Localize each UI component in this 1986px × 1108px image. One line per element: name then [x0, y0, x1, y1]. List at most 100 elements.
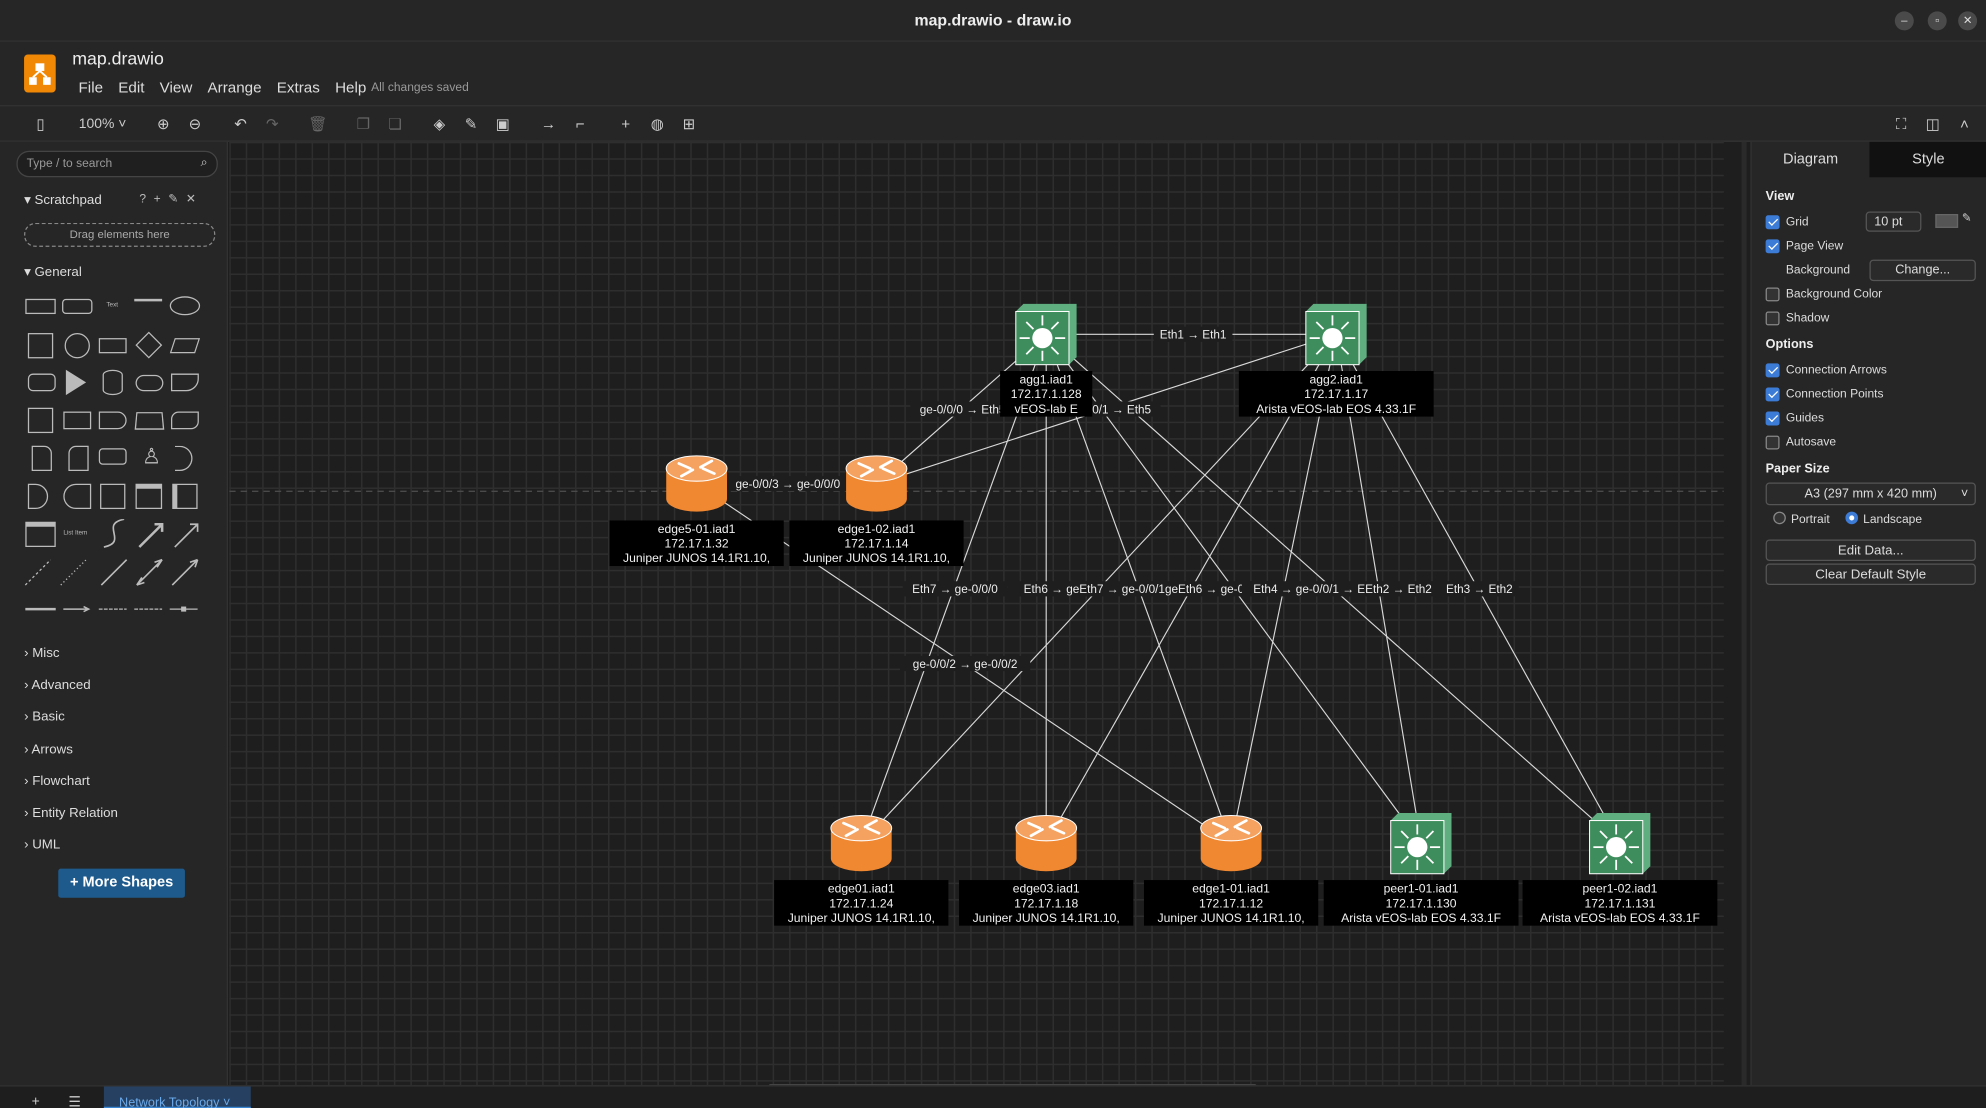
parallelogram-shape[interactable] [169, 338, 201, 354]
format-panel-toggle-icon[interactable]: ▯ [36, 115, 45, 133]
connection-points-checkbox[interactable] [1765, 387, 1780, 402]
actor-shape[interactable]: ♙ [141, 444, 162, 469]
zoom-in-icon[interactable]: ⊕ [157, 115, 170, 133]
hexagon-shape[interactable] [27, 373, 56, 392]
connection-arrows-checkbox[interactable] [1765, 363, 1780, 378]
step-shape[interactable] [98, 411, 127, 430]
clear-default-style-button[interactable]: Clear Default Style [1765, 563, 1976, 586]
display-shape[interactable] [63, 483, 92, 510]
rectangle-shape[interactable] [25, 298, 56, 315]
library-flowchart[interactable]: › Flowchart [24, 773, 90, 789]
add-page-icon[interactable]: + [31, 1094, 40, 1108]
cloud-shape[interactable] [135, 374, 164, 392]
library-entity-relation[interactable]: › Entity Relation [24, 805, 118, 821]
table-icon[interactable]: ⊞ [682, 115, 696, 133]
menu-file[interactable]: File [78, 78, 104, 97]
scratchpad-tools[interactable]: ?+✎✕ [139, 192, 204, 207]
guides-checkbox[interactable] [1765, 411, 1780, 426]
process-shape[interactable] [98, 338, 127, 354]
circle-shape[interactable] [64, 333, 90, 359]
document-shape[interactable] [170, 373, 199, 392]
maximize-icon[interactable]: ▫ [1927, 11, 1947, 31]
rounded-rectangle-shape[interactable] [62, 298, 93, 315]
edge-label[interactable]: Eth1 → Eth1 [1160, 329, 1227, 342]
edge-label[interactable]: Eth4 → ge-0/0/1 → EEth2 → Eth2 [1253, 583, 1432, 596]
square-shape[interactable] [27, 333, 54, 359]
search-icon[interactable]: ⌕ [200, 155, 208, 170]
line-shapes[interactable] [99, 519, 205, 610]
fill-color-icon[interactable]: ◈ [433, 115, 446, 133]
library-basic[interactable]: › Basic [24, 709, 65, 725]
shadow-checkbox[interactable] [1765, 311, 1780, 326]
page-view-checkbox[interactable] [1765, 239, 1780, 254]
or-shape[interactable] [174, 445, 193, 472]
internal-storage-shape[interactable] [27, 407, 54, 434]
background-color-checkbox[interactable] [1765, 287, 1780, 302]
delay-shape[interactable] [27, 483, 49, 510]
line-color-icon[interactable]: ✎ [464, 115, 478, 133]
cube-shape[interactable] [63, 411, 92, 430]
to-front-icon[interactable]: ❐ [356, 115, 371, 133]
fullscreen-icon[interactable]: ⛶ [1895, 115, 1907, 133]
menu-help[interactable]: Help [335, 78, 367, 97]
shape-search-input[interactable]: Type / to search ⌕ [16, 150, 218, 178]
grid-color-swatch[interactable] [1935, 214, 1959, 228]
connection-icon[interactable]: → [540, 115, 557, 133]
menu-edit[interactable]: Edit [118, 78, 145, 97]
diamond-shape[interactable] [135, 331, 163, 359]
zoom-out-icon[interactable]: ⊖ [188, 115, 202, 133]
general-header[interactable]: ▾ General [24, 264, 82, 280]
list-shape[interactable] [172, 483, 198, 510]
grid-color-edit-icon[interactable]: ✎ [1961, 211, 1972, 225]
edge-label[interactable]: ge-0/0/3 → ge-0/0/0 [735, 478, 840, 491]
autosave-checkbox[interactable] [1765, 435, 1780, 450]
scratchpad-header[interactable]: ▾ Scratchpad [24, 192, 102, 208]
more-shapes-button[interactable]: + More Shapes [58, 868, 185, 898]
menu-view[interactable]: View [159, 78, 193, 97]
library-uml[interactable]: › UML [24, 837, 61, 853]
tape-shape[interactable] [170, 411, 199, 430]
delete-icon[interactable]: 🗑 [308, 115, 328, 133]
paper-size-select[interactable]: A3 (297 mm x 420 mm) ˅ [1765, 482, 1976, 506]
tab-style[interactable]: Style [1869, 141, 1986, 178]
redo-icon[interactable]: ↷ [265, 115, 279, 133]
edge-label[interactable]: Eth7 → ge-0/0/0 [912, 583, 998, 596]
table-shape[interactable] [25, 521, 56, 548]
trapezoid-shape[interactable] [134, 412, 165, 430]
to-back-icon[interactable]: ❏ [388, 115, 402, 133]
vertical-scrollbar[interactable] [1741, 141, 1747, 1086]
text-shape[interactable]: Text [106, 301, 119, 309]
tab-diagram[interactable]: Diagram [1783, 151, 1839, 168]
container-shape[interactable] [100, 483, 126, 510]
format-toggle-icon[interactable]: ◫ [1925, 115, 1940, 133]
menu-arrange[interactable]: Arrange [207, 78, 262, 97]
background-change-button[interactable]: Change... [1869, 259, 1976, 282]
library-misc[interactable]: › Misc [24, 645, 60, 662]
ellipse-shape[interactable] [169, 296, 201, 316]
file-name[interactable]: map.drawio [72, 48, 164, 69]
insert-icon[interactable]: + [621, 115, 631, 133]
library-arrows[interactable]: › Arrows [24, 742, 73, 758]
edge-label[interactable]: Eth3 → Eth2 [1446, 583, 1513, 596]
waypoints-icon[interactable]: ⌐ [575, 115, 585, 133]
note-shape[interactable] [31, 445, 52, 472]
landscape-radio[interactable] [1845, 511, 1859, 525]
edge-label[interactable]: Eth6 → geEth7 → ge-0/0/1geEth6 → ge-0/0/… [1024, 583, 1264, 596]
connector-shapes[interactable] [23, 603, 203, 616]
undo-icon[interactable]: ↶ [234, 115, 248, 133]
collapse-icon[interactable]: ˄ [1960, 115, 1969, 133]
shapes-icon[interactable]: ◍ [650, 115, 664, 133]
dashed-line-shapes[interactable] [23, 559, 91, 588]
cylinder-shape[interactable] [102, 369, 123, 396]
grid-checkbox[interactable] [1765, 215, 1780, 230]
triangle-shape[interactable] [65, 369, 87, 396]
pages-menu-icon[interactable]: ☰ [68, 1095, 81, 1108]
